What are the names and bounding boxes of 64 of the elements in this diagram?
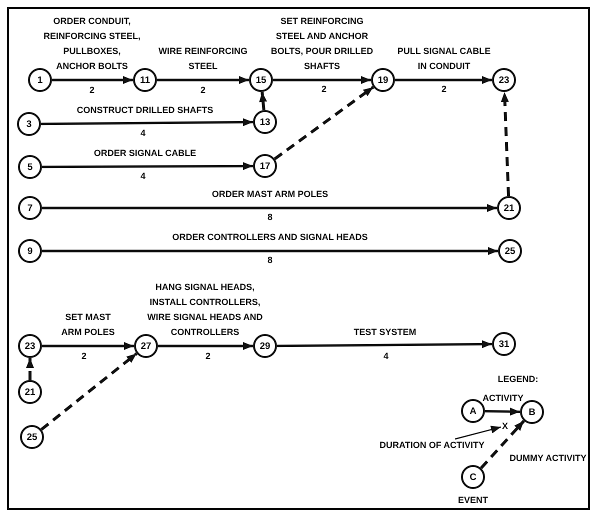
duration-label: 2 bbox=[322, 84, 326, 94]
activity-label: ORDER MAST ARM POLES bbox=[212, 188, 328, 201]
activity-label: SET MAST ARM POLES bbox=[60, 311, 116, 339]
event-caption: EVENT bbox=[458, 495, 488, 505]
event-circle: 25 bbox=[498, 239, 522, 263]
event-circle: 13 bbox=[253, 110, 277, 134]
duration-symbol: X bbox=[502, 421, 508, 431]
activity-arrow bbox=[42, 247, 498, 255]
activity-label: ORDER SIGNAL CABLE bbox=[94, 147, 196, 160]
event-circle: 25 bbox=[20, 425, 44, 449]
event-circle: 15 bbox=[249, 68, 273, 92]
activity-arrow bbox=[157, 76, 249, 84]
duration-label: 4 bbox=[140, 171, 146, 181]
event-circle: 1 bbox=[28, 68, 52, 92]
activity-arrow bbox=[52, 76, 133, 84]
leader-line bbox=[454, 426, 502, 440]
activity-arrow bbox=[484, 408, 520, 416]
event-circle: 31 bbox=[492, 332, 516, 356]
duration-label: 2 bbox=[442, 84, 446, 94]
dummy-arrow bbox=[274, 86, 374, 160]
activity-arrow bbox=[42, 204, 497, 212]
event-circle: 9 bbox=[18, 239, 42, 263]
event-circle: 21 bbox=[18, 380, 42, 404]
event-circle: 5 bbox=[18, 155, 42, 179]
activity-label: WIRE REINFORCING STEEL bbox=[158, 45, 248, 73]
event-circle: B bbox=[520, 400, 544, 424]
event-circle: 17 bbox=[253, 154, 277, 178]
activity-label: PULL SIGNAL CABLE IN CONDUIT bbox=[396, 45, 492, 73]
duration-label: 4 bbox=[384, 351, 388, 361]
dummy-arrow bbox=[480, 420, 526, 470]
dummy-arrow bbox=[259, 92, 268, 110]
duration-label: 8 bbox=[268, 255, 272, 265]
activity-arrow bbox=[273, 76, 371, 84]
activity-arrow bbox=[158, 342, 253, 350]
activity-label: TEST SYSTEM bbox=[354, 326, 416, 339]
dummy-arrow bbox=[26, 358, 34, 380]
event-circle: 23 bbox=[492, 68, 516, 92]
event-circle: 7 bbox=[18, 196, 42, 220]
duration-label: 2 bbox=[82, 351, 86, 361]
event-circle: 19 bbox=[371, 68, 395, 92]
activity-arrow bbox=[276, 340, 492, 348]
duration-label: 4 bbox=[140, 128, 146, 138]
leader-text: DURATION OF ACTIVITY bbox=[380, 440, 484, 450]
dummy-arrow bbox=[500, 92, 510, 196]
activity-arrow bbox=[40, 118, 254, 126]
dummy-arrow bbox=[40, 352, 138, 431]
duration-label: 2 bbox=[200, 85, 206, 95]
activity-label: CONSTRUCT DRILLED SHAFTS bbox=[76, 104, 214, 117]
duration-label: 2 bbox=[206, 351, 210, 361]
duration-label: 2 bbox=[90, 85, 94, 95]
event-circle: 11 bbox=[133, 68, 157, 92]
legend-title: LEGEND: bbox=[498, 374, 538, 384]
event-circle: 21 bbox=[497, 196, 521, 220]
event-circle: 29 bbox=[253, 334, 277, 358]
activity-arrow bbox=[42, 342, 134, 350]
activity-arrow bbox=[42, 162, 253, 170]
activity-label: DUMMY ACTIVITY bbox=[510, 452, 586, 465]
duration-label: 8 bbox=[268, 212, 272, 222]
activity-label: ORDER CONTROLLERS AND SIGNAL HEADS bbox=[172, 231, 368, 244]
event-circle: 23 bbox=[18, 334, 42, 358]
event-circle: 27 bbox=[134, 334, 158, 358]
activity-arrow bbox=[395, 76, 492, 84]
event-circle: C bbox=[461, 465, 485, 489]
event-circle: 3 bbox=[17, 112, 41, 136]
